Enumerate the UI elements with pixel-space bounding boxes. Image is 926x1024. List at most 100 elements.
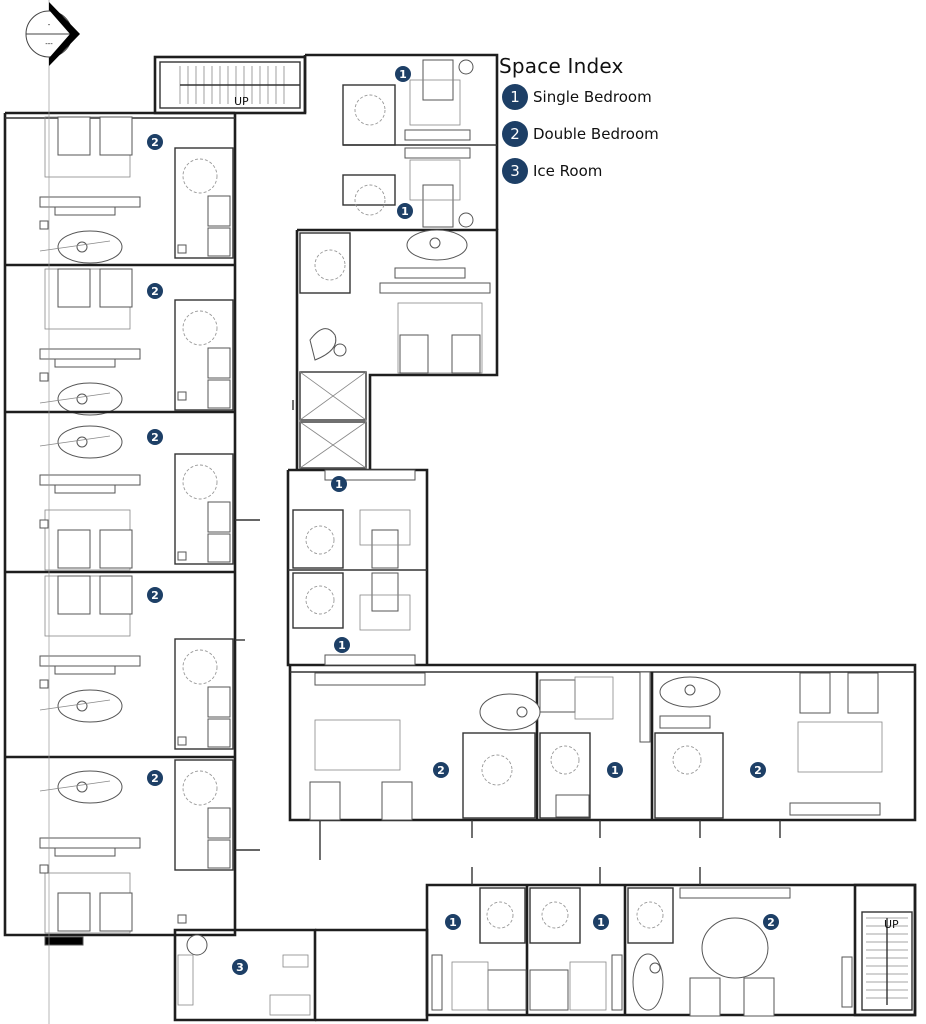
rug	[797, 721, 883, 773]
bathroom	[462, 732, 536, 819]
wall	[303, 53, 499, 230]
bed	[451, 334, 481, 374]
lounge-table	[632, 953, 664, 1011]
shower	[182, 310, 218, 346]
tub	[207, 195, 231, 227]
lounge-table	[57, 382, 123, 416]
legend-label: Double Bedroom	[533, 124, 659, 143]
column	[177, 914, 187, 924]
desk	[39, 196, 141, 208]
svg-text:2: 2	[151, 589, 159, 602]
rug	[359, 594, 411, 631]
svg-text:1: 1	[611, 764, 619, 777]
closet	[431, 954, 443, 1011]
legend-item-ice-room: 3 Ice Room	[502, 152, 659, 189]
lamp-cord	[39, 392, 111, 404]
column	[177, 736, 187, 746]
desk	[404, 129, 471, 141]
bathroom	[174, 299, 234, 411]
column	[44, 936, 84, 946]
legend-marker: 1	[502, 83, 528, 110]
column	[177, 391, 187, 401]
bed	[371, 529, 399, 569]
bed	[57, 268, 91, 308]
desk	[39, 474, 141, 486]
bed	[99, 892, 133, 932]
bed	[689, 977, 721, 1017]
rug	[359, 509, 411, 546]
room-marker: 2	[763, 914, 779, 930]
desk	[314, 672, 426, 686]
dresser	[659, 715, 711, 729]
bed	[743, 977, 775, 1017]
bed	[57, 892, 91, 932]
lamp-cord	[39, 240, 111, 252]
lamp	[684, 684, 696, 696]
desk	[39, 348, 141, 360]
lamp-cord	[39, 780, 111, 792]
elevator-x	[299, 421, 367, 469]
svg-text:1: 1	[449, 916, 457, 929]
lamp-cord	[39, 435, 111, 447]
room-marker: 2	[147, 134, 163, 150]
bed	[57, 529, 91, 569]
bathroom	[292, 572, 344, 629]
svg-text:1: 1	[399, 68, 407, 81]
shower	[636, 901, 664, 929]
shower	[481, 754, 513, 786]
stair	[861, 911, 913, 1011]
bathroom	[174, 453, 234, 565]
legend-item-double-bedroom: 2 Double Bedroom	[502, 115, 659, 152]
shower	[305, 525, 335, 555]
room-marker: 1	[395, 66, 411, 82]
legend-label: Single Bedroom	[533, 87, 652, 106]
tub	[207, 347, 231, 379]
dresser	[54, 206, 116, 216]
room-marker: 2	[147, 429, 163, 445]
tub	[555, 794, 590, 818]
lounge-chair	[309, 328, 337, 361]
svg-text:1: 1	[338, 639, 346, 652]
dresser	[54, 484, 116, 494]
desk	[789, 802, 881, 816]
shower	[314, 249, 346, 281]
shower	[354, 94, 386, 126]
shower	[182, 770, 218, 806]
bed	[799, 672, 831, 714]
closet	[611, 954, 623, 1011]
lamp-cord	[39, 699, 111, 711]
closet	[639, 671, 651, 743]
tub	[207, 686, 231, 718]
room-marker: 2	[147, 770, 163, 786]
elevator	[299, 371, 367, 421]
bed	[381, 781, 413, 821]
side-table	[333, 343, 347, 357]
bathroom	[479, 887, 526, 944]
room-marker: 1	[334, 637, 350, 653]
bathroom	[342, 84, 396, 146]
shower	[672, 745, 702, 775]
legend-item-single-bedroom: 1 Single Bedroom	[502, 78, 659, 115]
rug	[574, 676, 614, 720]
bed	[422, 184, 454, 228]
rug	[397, 302, 483, 374]
svg-text:2: 2	[767, 916, 775, 929]
lamp	[516, 706, 528, 718]
elevator-x	[299, 371, 367, 421]
bed	[99, 575, 133, 615]
shower	[305, 585, 335, 615]
room-marker: 2	[433, 762, 449, 778]
room-marker: 1	[593, 914, 609, 930]
rug	[409, 79, 461, 126]
lamp	[76, 781, 88, 793]
legend-marker: 3	[502, 157, 528, 184]
rug	[569, 961, 607, 1011]
shower	[182, 649, 218, 685]
lamp	[76, 393, 88, 405]
shower	[541, 901, 569, 929]
dresser	[54, 665, 116, 675]
wall	[315, 928, 429, 1022]
svg-text:1: 1	[401, 205, 409, 218]
lamp	[76, 700, 88, 712]
counter	[177, 954, 194, 1006]
